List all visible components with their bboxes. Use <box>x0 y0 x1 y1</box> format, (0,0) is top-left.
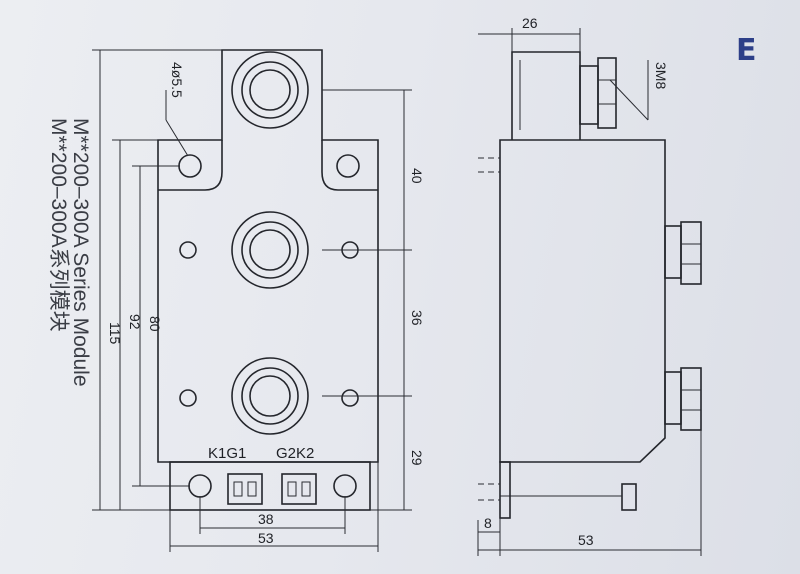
hole-size-label: 4ø5.5 <box>169 62 185 98</box>
dim-36: 36 <box>409 310 425 326</box>
dim-8: 8 <box>484 515 492 531</box>
corner-letter-e: E <box>736 33 757 68</box>
dim-26: 26 <box>522 15 538 31</box>
title-line-chinese: M**200–300A系列模块 <box>47 118 70 332</box>
main-terminal-top <box>231 51 309 129</box>
base-plate <box>499 461 511 519</box>
dim-53-side: 53 <box>578 532 594 548</box>
screw-hole <box>179 241 197 259</box>
middle-bolt <box>664 221 702 285</box>
front-view: K1G1 G2K2 4ø5.5 40 36 29 115 92 80 <box>92 49 425 552</box>
dim-80: 80 <box>147 316 163 332</box>
dim-53-front: 53 <box>258 530 274 546</box>
mount-hole-bottom-right <box>333 474 357 498</box>
gate-pin <box>500 483 637 511</box>
dim-115: 115 <box>107 322 123 345</box>
main-terminal-middle <box>231 211 309 289</box>
title-line-english: M**200–300A Series Module <box>69 118 92 387</box>
lower-bolt <box>664 367 702 431</box>
hole-callout-leader <box>165 119 189 157</box>
screw-hole <box>341 389 359 407</box>
side-top-block <box>511 51 581 140</box>
mount-hole-bottom-left <box>188 474 212 498</box>
title-block: M**200–300A系列模块 M**200–300A Series Modul… <box>47 118 92 387</box>
dim-40: 40 <box>409 168 425 184</box>
mount-hole-top-left <box>178 154 202 178</box>
dim-38: 38 <box>258 511 274 527</box>
mount-hole-top-right <box>336 154 360 178</box>
screw-hole <box>179 389 197 407</box>
left-mount-ear <box>158 140 223 191</box>
screw-callout-leader <box>609 79 649 121</box>
gate-connector-left <box>227 473 263 505</box>
top-bolt <box>579 57 617 129</box>
screw-size-label: 3M8 <box>653 62 669 89</box>
gate-connector-right <box>281 473 317 505</box>
main-terminal-bottom <box>231 357 309 435</box>
side-view: 3M8 26 8 53 <box>477 15 702 556</box>
dim-29: 29 <box>409 450 425 466</box>
terminal-label-g2k2: G2K2 <box>276 445 314 462</box>
right-mount-ear <box>321 140 378 191</box>
terminal-label-k1g1: K1G1 <box>208 445 246 462</box>
side-body-outline <box>499 139 666 463</box>
dim-92: 92 <box>127 314 143 330</box>
